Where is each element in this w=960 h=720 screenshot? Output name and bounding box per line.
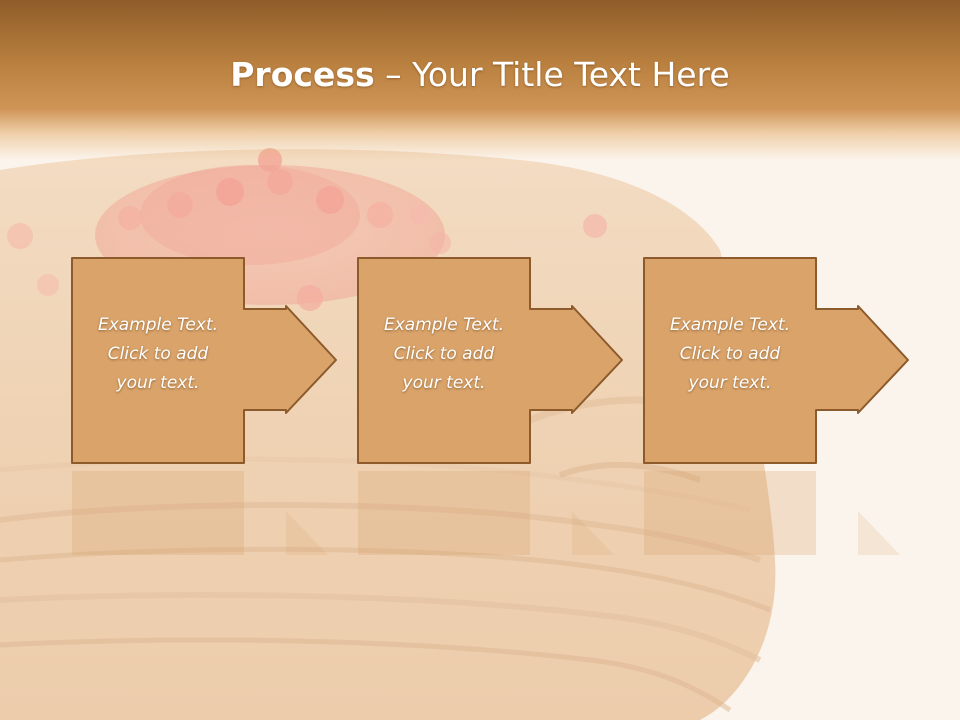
step-3-line-1: Example Text. (669, 315, 791, 335)
step-1-line-2: Click to add (107, 344, 209, 364)
title-band (0, 0, 960, 160)
step-3-line-2: Click to add (679, 344, 781, 364)
process-step-1-text[interactable]: Example Text. Click to add your text. (72, 311, 244, 398)
title-bold-text: Process (230, 55, 375, 94)
step-2-line-1: Example Text. (383, 315, 505, 335)
title-subtitle-text: – Your Title Text Here (374, 55, 730, 94)
step-1-line-3: your text. (116, 373, 200, 393)
process-step-3-text[interactable]: Example Text. Click to add your text. (644, 311, 816, 398)
step-2-line-2: Click to add (393, 344, 495, 364)
step-2-line-3: your text. (402, 373, 486, 393)
process-step-2-text[interactable]: Example Text. Click to add your text. (358, 311, 530, 398)
process-step-1-shape[interactable] (68, 255, 338, 555)
slide-title: Process – Your Title Text Here (0, 52, 960, 98)
process-step-3-shape[interactable] (640, 255, 910, 555)
step-1-line-1: Example Text. (97, 315, 219, 335)
process-step-2-shape[interactable] (354, 255, 624, 555)
step-3-line-3: your text. (688, 373, 772, 393)
